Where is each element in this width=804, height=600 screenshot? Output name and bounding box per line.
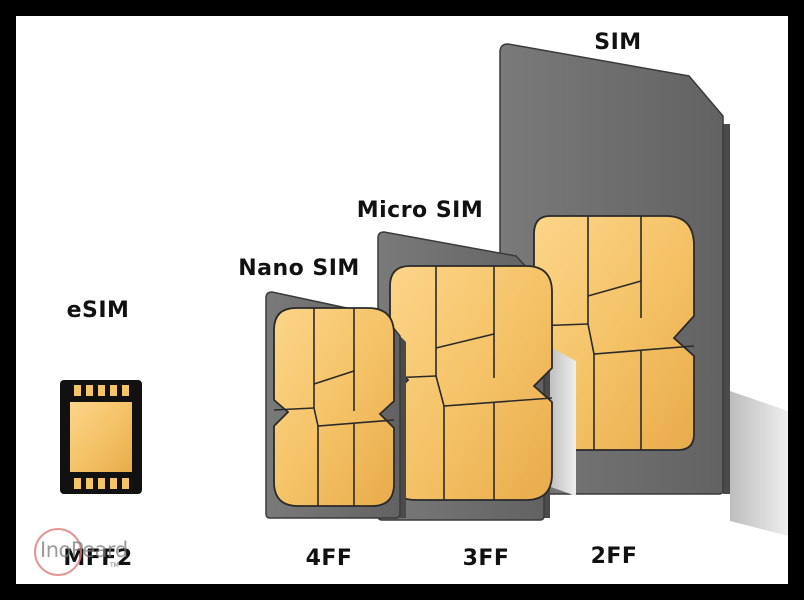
sim-illustration	[60, 43, 788, 536]
sim-card-4ff	[265, 291, 406, 519]
micro-sim-chip	[389, 265, 553, 501]
format-3ff: 3FF	[462, 546, 510, 571]
watermark-text: InoPeard	[40, 538, 128, 562]
esim-pins-bottom	[74, 478, 129, 489]
esim-mff2	[60, 380, 142, 494]
label-esim: eSIM	[66, 298, 130, 323]
sim-card-shadow	[730, 391, 788, 536]
nano-sim-side	[400, 336, 406, 518]
esim-pins-top	[74, 385, 129, 396]
nano-sim-chip	[273, 307, 395, 507]
format-2ff: 2FF	[590, 544, 638, 569]
format-4ff: 4FF	[305, 546, 353, 571]
label-micro-sim: Micro SIM	[356, 198, 484, 223]
sim-card-3ff	[377, 231, 576, 521]
label-nano-sim: Nano SIM	[238, 256, 360, 281]
diagram-frame: SIM Micro SIM Nano SIM eSIM 2FF 3FF 4FF …	[16, 16, 788, 584]
sim-card-side	[723, 124, 730, 494]
esim-pad	[70, 402, 132, 472]
watermark-trademark: TM	[110, 562, 119, 569]
label-sim: SIM	[594, 30, 642, 55]
watermark-logo-icon	[34, 528, 82, 576]
micro-sim-shadow	[548, 346, 576, 496]
